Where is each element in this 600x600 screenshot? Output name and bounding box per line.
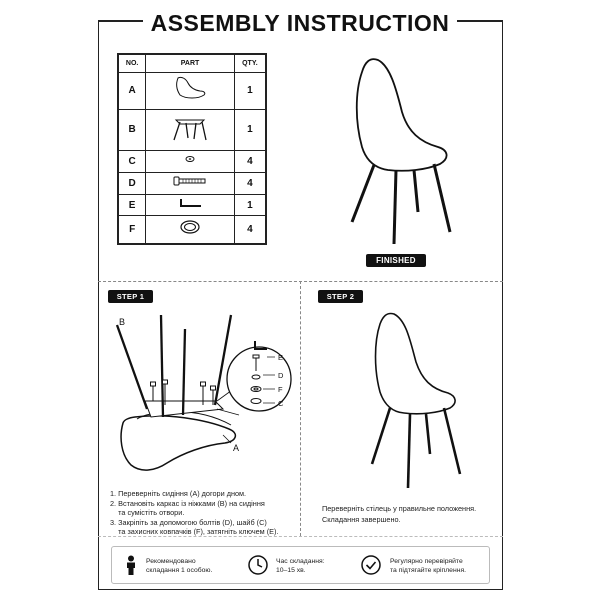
column-header-qty: QTY.: [233, 54, 267, 73]
step-1-illustration: B A E D F C: [115, 314, 292, 471]
instruction-frame: [98, 20, 503, 590]
instruction-line: та сумістіть отвори.: [110, 508, 185, 517]
label-b: B: [119, 317, 125, 327]
tip-line: 10–15 хв.: [276, 567, 306, 574]
part-quantity: 4: [233, 150, 267, 173]
person-icon: [127, 555, 135, 575]
instruction-line: Складання завершено.: [322, 515, 401, 524]
column-header-part: PART: [145, 54, 235, 73]
tip-line: Час складання:: [276, 558, 325, 565]
tip-line: Рекомендовано: [146, 558, 196, 565]
part-number: C: [117, 150, 147, 173]
callout-e: E: [278, 353, 283, 362]
tip-line: складання 1 особою.: [146, 567, 213, 574]
callout-f: F: [278, 385, 283, 394]
table-row: C 4: [117, 150, 267, 173]
bolt-icon: [173, 176, 206, 186]
table-row: E 1: [117, 193, 267, 217]
cap-ring-icon: [180, 220, 200, 234]
seat-shell-icon: [176, 77, 206, 99]
page-title: ASSEMBLY INSTRUCTION: [142, 9, 458, 37]
instruction-line: 3. Закріпіть за допомогою болтів (D), ша…: [110, 517, 267, 527]
label-a: A: [233, 443, 239, 453]
tips-footer: [111, 546, 490, 584]
column-header-no: NO.: [117, 54, 147, 73]
table-row: A 1: [117, 72, 267, 110]
finished-label: FINISHED: [366, 254, 426, 267]
washer-icon: [185, 156, 195, 163]
step-2-instructions: Переверніть стілець у правильне положенн…: [322, 503, 492, 525]
part-number: D: [117, 171, 147, 195]
table-row: B 1: [117, 108, 267, 152]
callout-c: C: [278, 399, 284, 408]
finished-chair-illustration: [350, 58, 452, 245]
section-divider: [300, 281, 301, 536]
instruction-line: та захисних ковпачків (F), затягніть клю…: [110, 527, 279, 536]
parts-table: NO. PART QTY. A 1 B: [117, 53, 267, 245]
part-quantity: 4: [233, 171, 267, 195]
tip-line: Регулярно перевіряйте: [390, 558, 463, 565]
part-quantity: 1: [233, 108, 267, 152]
frame-top-border: [445, 20, 503, 22]
part-number: A: [117, 72, 147, 110]
part-number: F: [117, 215, 147, 244]
clock-icon: [248, 555, 268, 575]
table-row: D 4: [117, 171, 267, 195]
step-2-badge: STEP 2: [318, 290, 363, 303]
frame-top-border: [98, 20, 156, 22]
part-number: E: [117, 193, 147, 217]
tip-line: та підтягайте кріплення.: [390, 567, 467, 574]
table-row: F 4: [117, 215, 267, 244]
tip-item: Регулярно перевіряйте та підтягайте кріп…: [390, 557, 490, 575]
check-circle-icon: [361, 555, 381, 575]
part-quantity: 1: [233, 72, 267, 110]
tip-item: Час складання: 10–15 хв.: [276, 557, 346, 575]
part-quantity: 1: [233, 193, 267, 217]
step-2-chair-illustration: [370, 312, 462, 489]
instruction-line: 1. Переверніть сидіння (А) догори дном.: [110, 489, 247, 498]
title-bar: ASSEMBLY INSTRUCTION: [0, 8, 600, 38]
step-1-instructions: 1. Переверніть сидіння (А) догори дном. …: [110, 489, 300, 537]
leg-frame-icon: [173, 119, 207, 141]
allen-key-icon: [180, 199, 201, 208]
part-quantity: 4: [233, 215, 267, 244]
callout-d: D: [278, 371, 284, 380]
instruction-line: 2. Встановіть каркас із ніжками (B) на с…: [110, 498, 265, 508]
section-divider: [98, 536, 503, 537]
step-1-badge: STEP 1: [108, 290, 153, 303]
instruction-line: Переверніть стілець у правильне положенн…: [322, 504, 477, 513]
tip-item: Рекомендовано складання 1 особою.: [146, 557, 236, 575]
part-number: B: [117, 108, 147, 152]
